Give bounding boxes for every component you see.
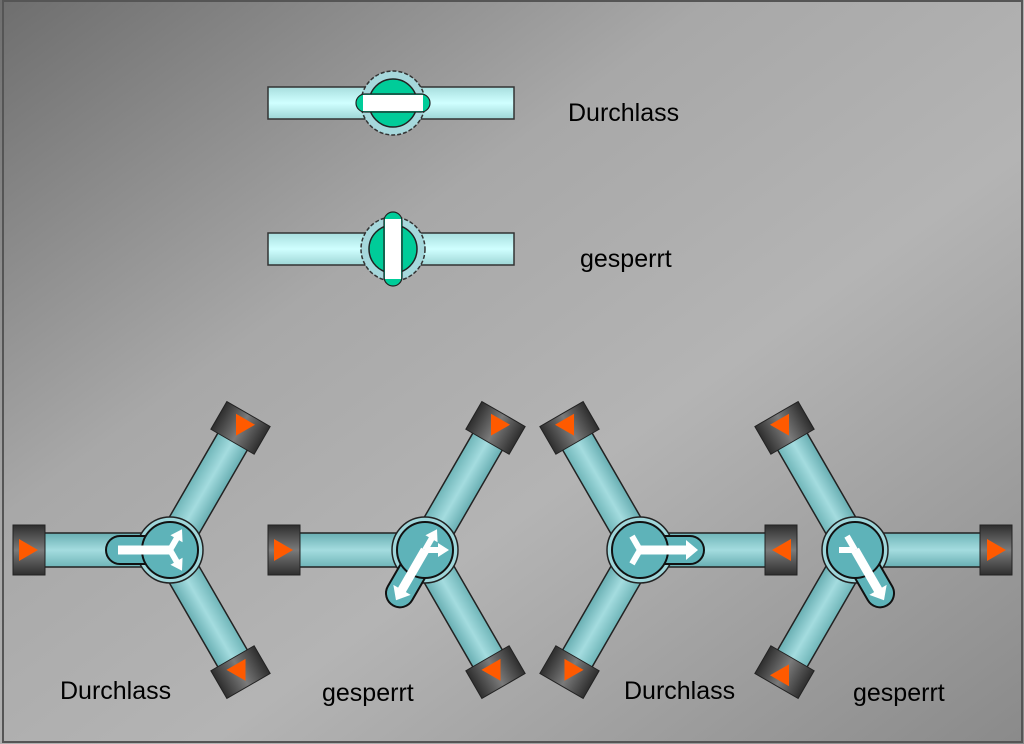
flow-arrow-icon	[274, 539, 293, 561]
two-way-valve-open	[267, 70, 515, 136]
flow-arrow-icon	[987, 539, 1006, 561]
flow-arrow-icon	[19, 539, 38, 561]
branch-arrow	[438, 543, 449, 557]
three-way-valve-1	[12, 400, 271, 700]
arrowhead-icon	[170, 557, 183, 571]
flow-arrow-icon	[481, 658, 501, 681]
three-way-1-label: Durchlass	[60, 677, 171, 705]
flow-arrow-icon	[772, 539, 791, 561]
arrowhead-icon	[425, 529, 438, 543]
flow-direction-icon	[393, 529, 449, 601]
flow-direction-icon	[629, 534, 698, 566]
arrowhead	[686, 540, 698, 560]
flow-arrow-icon	[769, 664, 790, 687]
flow-arrow-icon	[769, 413, 790, 436]
branch-line	[629, 548, 643, 566]
flow-arrow-icon	[490, 413, 511, 436]
branch-arrow	[170, 557, 183, 571]
two-way-open-label: Durchlass	[568, 99, 679, 127]
three-way-2-label: gesperrt	[322, 679, 414, 707]
three-way-valve-2	[267, 400, 526, 700]
arrowhead-icon	[170, 529, 183, 543]
branch-arrow	[170, 529, 183, 543]
arrowhead-icon	[869, 584, 887, 601]
branch-line	[629, 534, 643, 552]
flow-direction-icon	[118, 529, 183, 571]
three-way-valve-4	[754, 400, 1013, 700]
branch-line	[844, 534, 858, 552]
valve-handle	[385, 219, 401, 279]
arrowhead	[869, 584, 887, 601]
arrowhead-icon	[686, 540, 698, 560]
arrowhead-icon	[438, 543, 449, 557]
three-way-valve-3	[539, 400, 798, 700]
flow-direction-icon	[839, 534, 887, 601]
arrowhead-icon	[393, 584, 411, 601]
flow-arrow-icon	[235, 413, 256, 436]
flow-arrow-icon	[226, 658, 246, 681]
handle-stem	[851, 547, 885, 598]
valve-handle	[363, 95, 423, 111]
handle-stem	[395, 547, 429, 598]
three-way-4-label: gesperrt	[853, 679, 945, 707]
two-way-valve-closed	[267, 211, 515, 287]
three-way-3-label: Durchlass	[624, 677, 735, 705]
arrowhead	[393, 584, 411, 601]
flow-arrow-icon	[554, 413, 575, 436]
branch-arrow	[425, 529, 438, 543]
two-way-closed-label: gesperrt	[580, 245, 672, 273]
flow-arrow-icon	[564, 658, 584, 681]
